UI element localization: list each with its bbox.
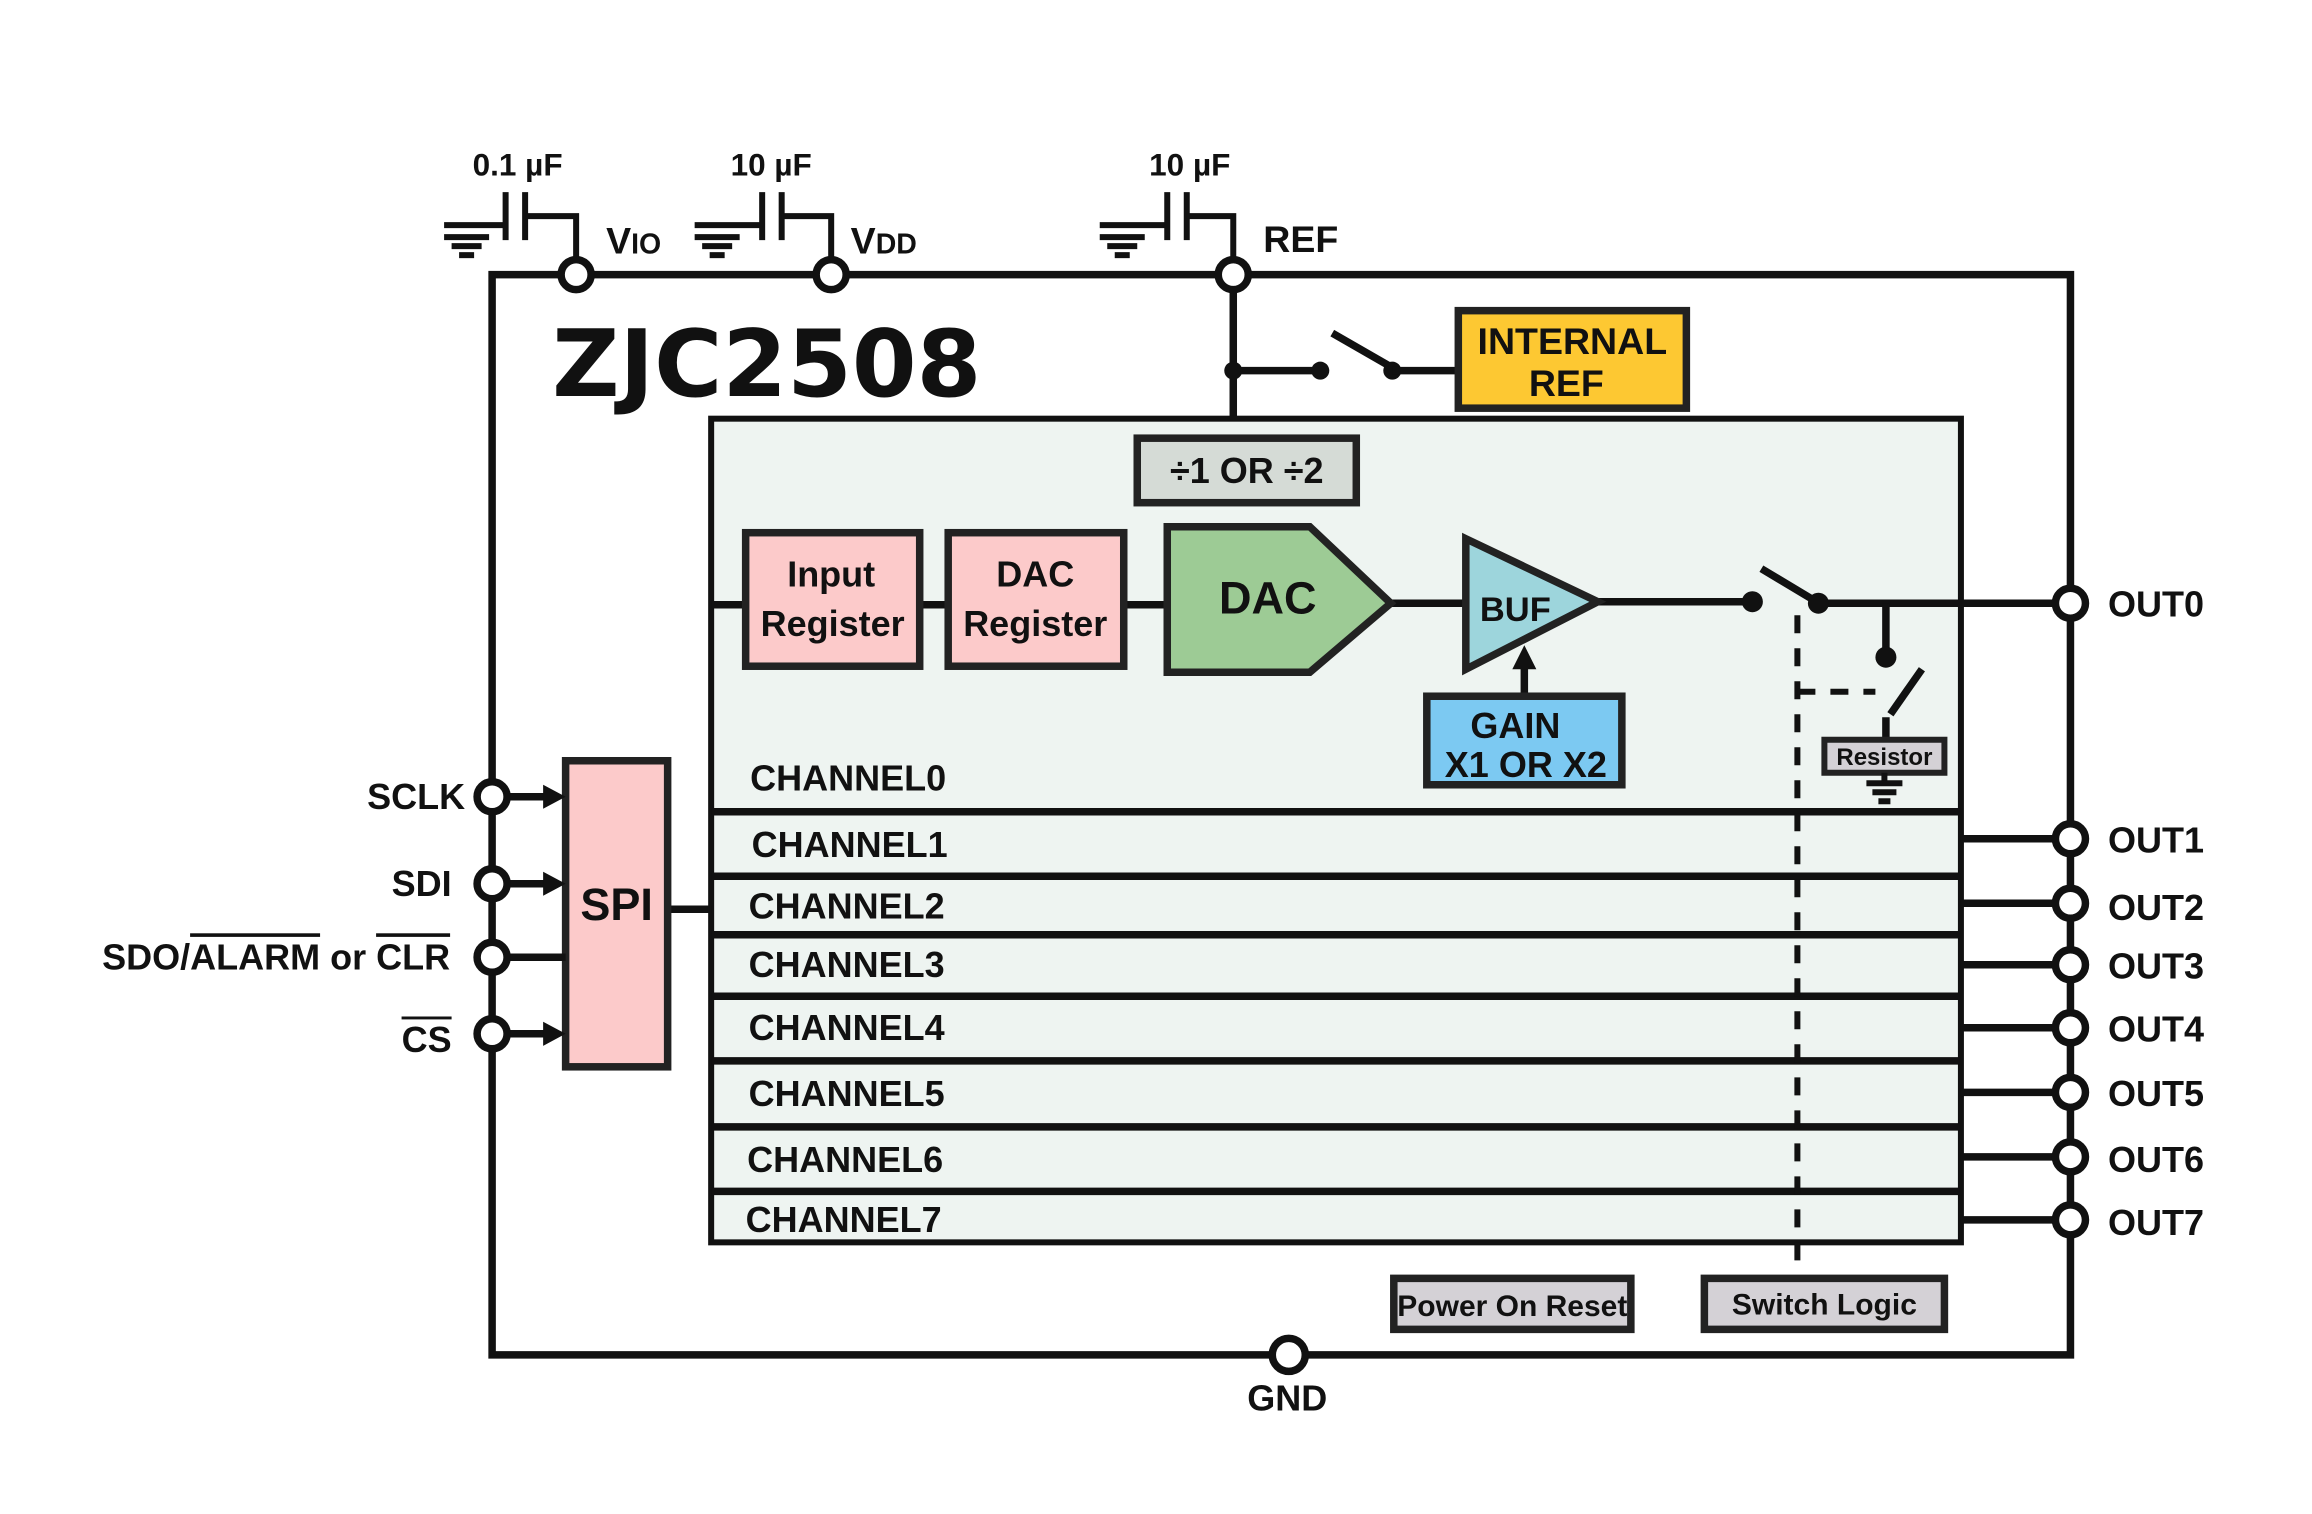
ref-switch <box>1330 329 1395 371</box>
internal-ref-label-2: REF <box>1529 362 1604 404</box>
sdi-label: SDI <box>392 863 452 904</box>
internal-ref-block <box>1454 306 1691 412</box>
ref-capacitor <box>1099 192 1237 275</box>
out7-pin[interactable] <box>2051 1201 2090 1239</box>
sclk-label: SCLK <box>367 776 465 817</box>
spi-block <box>561 756 672 1071</box>
channel-label-7: CHANNEL7 <box>746 1199 942 1240</box>
channel-label-1: CHANNEL1 <box>752 824 948 865</box>
chip-name: ZJC2508 <box>552 310 981 418</box>
vio-capacitor <box>444 192 580 275</box>
vdd-capacitor <box>694 192 835 275</box>
out5-label: OUT5 <box>2108 1073 2204 1114</box>
dac-block <box>1163 522 1397 676</box>
vio-label: VIO <box>606 220 661 262</box>
ref-pin[interactable] <box>1214 255 1253 294</box>
sdi-arrow <box>543 871 566 896</box>
channel-label-4: CHANNEL4 <box>749 1007 945 1048</box>
out5-pin[interactable] <box>2051 1073 2090 1112</box>
out1-label: OUT1 <box>2108 819 2204 860</box>
dac-label: DAC <box>1219 573 1317 624</box>
channel-label-0: CHANNEL0 <box>750 758 946 799</box>
output-switch <box>1759 565 1816 604</box>
out6-pin[interactable] <box>2051 1138 2090 1176</box>
resistor-switch <box>1887 667 1925 717</box>
out3-pin[interactable] <box>2051 946 2090 984</box>
out3-label: OUT3 <box>2108 945 2204 986</box>
switch-logic-block <box>1700 1274 1949 1334</box>
resistor-label: Resistor <box>1836 744 1932 771</box>
out2-label: OUT2 <box>2108 887 2204 928</box>
dac-register-label-2: Register <box>963 603 1107 644</box>
sclk-pin[interactable] <box>473 778 511 816</box>
out1-pin[interactable] <box>2051 820 2090 858</box>
out7-label: OUT7 <box>2108 1202 2204 1243</box>
vio-pin[interactable] <box>557 255 595 294</box>
ref-cap-label: 10 µF <box>1149 147 1230 183</box>
spi-label: SPI <box>580 879 653 930</box>
internal-ref-label-1: INTERNAL <box>1478 320 1668 362</box>
buf-amplifier <box>1462 532 1607 676</box>
out0-pin[interactable] <box>2051 584 2090 622</box>
out2-pin[interactable] <box>2051 884 2090 923</box>
switch-logic-label: Switch Logic <box>1732 1288 1917 1321</box>
out6-label: OUT6 <box>2108 1139 2204 1180</box>
gain-label-2: X1 OR X2 <box>1445 744 1607 785</box>
gnd-pin[interactable] <box>1268 1334 1310 1376</box>
channel-label-5: CHANNEL5 <box>749 1073 945 1114</box>
divider-label: ÷1 OR ÷2 <box>1170 450 1324 491</box>
power-on-reset-label: Power On Reset <box>1397 1290 1627 1323</box>
cs-label: CS <box>402 1019 452 1060</box>
dac-register-label-1: DAC <box>996 554 1074 595</box>
divider-block <box>1133 434 1361 507</box>
sdo-alarm-clr-label: SDO/ALARM or CLR <box>102 936 450 977</box>
vdd-pin[interactable] <box>812 255 850 294</box>
power-on-reset-block <box>1390 1274 1635 1334</box>
sdo-alarm-clr-pin[interactable] <box>473 938 511 977</box>
vdd-cap-label: 10 µF <box>731 147 812 183</box>
vio-cap-label: 0.1 µF <box>473 147 563 183</box>
channel-label-6: CHANNEL6 <box>747 1139 943 1180</box>
buf-label: BUF <box>1480 591 1551 629</box>
gain-arrow <box>1512 645 1537 670</box>
ref-label: REF <box>1263 218 1338 260</box>
gain-block <box>1423 692 1626 789</box>
input-register-label-2: Register <box>761 603 905 644</box>
input-register-block <box>741 528 924 670</box>
vdd-label: VDD <box>851 220 917 262</box>
dac-register-block <box>944 528 1128 670</box>
out4-pin[interactable] <box>2051 1009 2090 1047</box>
input-register-label-1: Input <box>787 554 875 595</box>
gain-label-1: GAIN <box>1470 705 1560 746</box>
sclk-arrow <box>543 784 566 809</box>
channel-label-2: CHANNEL2 <box>749 885 945 926</box>
sdi-pin[interactable] <box>473 865 511 903</box>
cs-arrow <box>543 1021 566 1046</box>
out0-label: OUT0 <box>2108 584 2204 625</box>
channel-label-3: CHANNEL3 <box>749 944 945 985</box>
cs-pin[interactable] <box>473 1015 511 1053</box>
gnd-label: GND <box>1247 1377 1327 1418</box>
out4-label: OUT4 <box>2108 1008 2204 1049</box>
